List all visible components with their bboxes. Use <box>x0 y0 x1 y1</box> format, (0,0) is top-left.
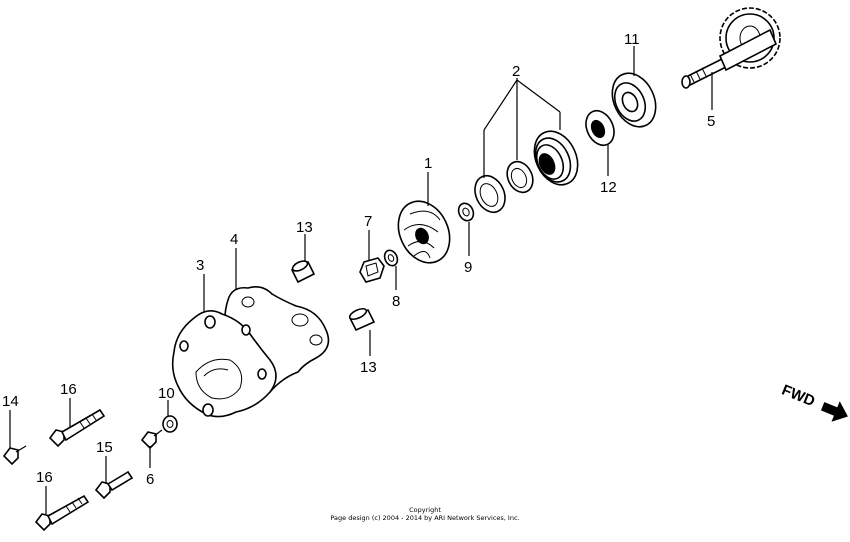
part-washer-8[interactable] <box>382 248 400 268</box>
part-dowel-pin-upper[interactable] <box>290 259 316 284</box>
part-bearing-large[interactable] <box>604 66 664 134</box>
callout-10: 10 <box>158 385 175 402</box>
fwd-label: FWD <box>779 382 817 411</box>
copyright-line-1: Copyright <box>409 506 441 514</box>
callout-13-upper: 13 <box>296 219 313 236</box>
callout-13-lower: 13 <box>360 359 377 376</box>
callout-labels: 1 2 3 4 5 6 7 8 9 10 11 12 13 13 14 15 1… <box>2 31 715 488</box>
copyright: Copyright Page design (c) 2004 - 2014 by… <box>330 506 519 522</box>
callout-4: 4 <box>230 231 238 248</box>
part-mechanical-seal[interactable] <box>469 124 586 217</box>
copyright-line-2: Page design (c) 2004 - 2014 by ARI Netwo… <box>330 514 519 522</box>
arrow-right-icon <box>820 401 848 422</box>
callout-2: 2 <box>512 63 520 80</box>
leader-lines <box>9 46 713 514</box>
callout-9: 9 <box>464 259 472 276</box>
part-shaft-sprocket[interactable] <box>681 7 781 89</box>
callout-8: 8 <box>392 293 400 310</box>
part-bolt-15[interactable] <box>94 470 134 500</box>
part-bolt-6[interactable] <box>140 429 163 450</box>
callout-16-upper: 16 <box>60 381 77 398</box>
part-bolt-16-lower[interactable] <box>34 494 90 532</box>
callout-12: 12 <box>600 179 617 196</box>
callout-7: 7 <box>364 213 372 230</box>
callout-3: 3 <box>196 257 204 274</box>
part-impeller[interactable] <box>389 193 460 271</box>
callout-15: 15 <box>96 439 113 456</box>
part-dowel-pin-lower[interactable] <box>348 307 376 332</box>
fwd-indicator: FWD <box>779 382 848 422</box>
callout-5: 5 <box>707 113 715 130</box>
callout-14: 14 <box>2 393 19 410</box>
part-washer-9[interactable] <box>456 201 476 223</box>
callout-6: 6 <box>146 471 154 488</box>
part-bolt-14[interactable] <box>2 445 27 466</box>
part-seal-small[interactable] <box>581 106 620 150</box>
part-bolt-16-upper[interactable] <box>48 408 106 448</box>
callout-16-lower: 16 <box>36 469 53 486</box>
part-washer-10[interactable] <box>162 415 178 433</box>
callout-1: 1 <box>424 155 432 172</box>
part-cap-nut[interactable] <box>359 257 385 283</box>
callout-11: 11 <box>624 31 640 48</box>
part-pump-cover[interactable] <box>171 310 277 418</box>
